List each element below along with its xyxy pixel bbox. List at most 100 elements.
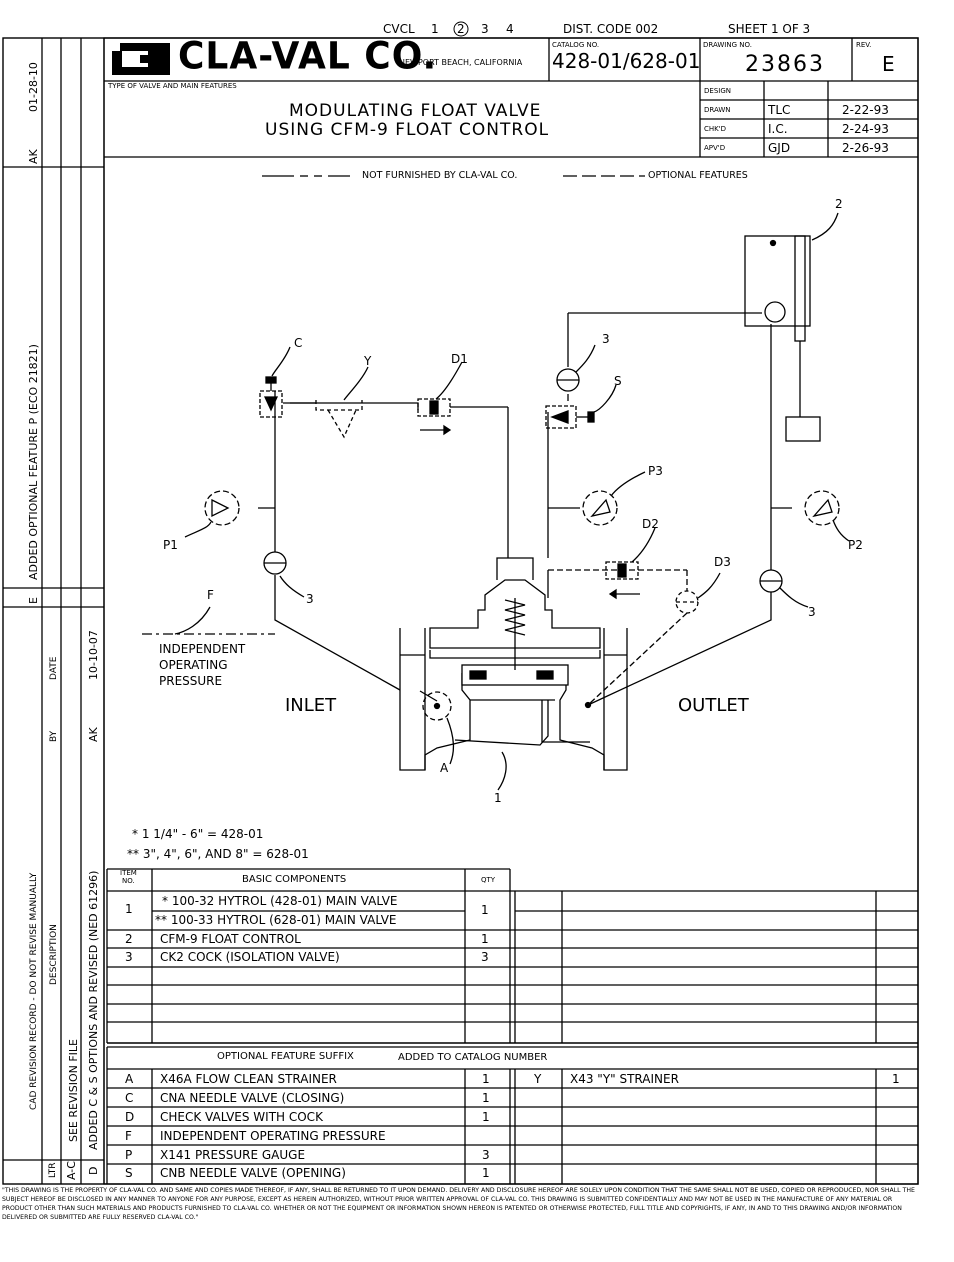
drawn-label: DRAWN: [704, 106, 731, 114]
comp-row-2-item: 2: [125, 932, 133, 946]
rev-d-date: 10-10-07: [87, 630, 100, 680]
item-header-1: ITEM: [120, 869, 137, 877]
label-c: C: [294, 336, 303, 350]
ltr-a-c: A-C: [65, 1161, 78, 1180]
comp-row-1-qty: 1: [481, 903, 489, 917]
label-p2: P2: [848, 538, 863, 552]
label-p1: P1: [163, 538, 178, 552]
catalog-number: 428-01/628-01: [552, 49, 701, 73]
comp-row-2-qty: 1: [481, 932, 489, 946]
rev-label: REV.: [856, 41, 872, 49]
label-y: Y: [364, 354, 372, 368]
drawing-title-line1: MODULATING FLOAT VALVE: [289, 101, 542, 121]
opt-row-s-desc: CNB NEEDLE VALVE (OPENING): [160, 1166, 346, 1180]
optional-added-label: ADDED TO CATALOG NUMBER: [398, 1052, 548, 1063]
label-d2: D2: [642, 517, 659, 531]
claval-logo-icon: [112, 43, 170, 75]
opt-row-y-desc: X43 "Y" STRAINER: [570, 1072, 679, 1086]
comp-row-3-desc: CK2 COCK (ISOLATION VALVE): [160, 950, 340, 964]
checked-label: CHK'D: [704, 125, 727, 133]
label-s: S: [614, 374, 622, 388]
opt-row-f-desc: INDEPENDENT OPERATING PRESSURE: [160, 1129, 386, 1143]
cvcl-num-2-circled: 2: [457, 22, 465, 36]
comp-row-2-desc: CFM-9 FLOAT CONTROL: [160, 932, 301, 946]
company-location: NEWPORT BEACH, CALIFORNIA: [399, 58, 523, 67]
drawn-date: 2-22-93: [842, 103, 889, 117]
see-revision-file: SEE REVISION FILE: [67, 1038, 80, 1142]
opt-row-y-qty: 1: [892, 1072, 900, 1086]
dist-code: DIST. CODE 002: [563, 22, 659, 36]
rev-e-by: AK: [27, 149, 40, 164]
note-428: * 1 1/4" - 6" = 428-01: [132, 827, 264, 841]
label-1: 1: [494, 791, 502, 805]
approved-date: 2-26-93: [842, 141, 889, 155]
label-d3: D3: [714, 555, 731, 569]
cvcl-num-3: 3: [481, 22, 489, 36]
company-name: CLA-VAL CO.: [178, 34, 438, 79]
rev-e-date: 01-28-10: [27, 62, 40, 112]
legend-optional: OPTIONAL FEATURES: [648, 170, 748, 181]
label-p3: P3: [648, 464, 663, 478]
opt-row-p-suffix: P: [125, 1148, 133, 1162]
drawing-title-line2: USING CFM-9 FLOAT CONTROL: [265, 120, 550, 140]
rev-e-letter: E: [27, 597, 40, 604]
comp-row-3-item: 3: [125, 950, 133, 964]
approved-by: GJD: [768, 141, 791, 155]
opt-row-a-suffix: A: [125, 1072, 134, 1086]
comp-row-3-qty: 3: [481, 950, 489, 964]
cvcl-num-4: 4: [506, 22, 514, 36]
cad-revision-note: CAD REVISION RECORD - DO NOT REVISE MANU…: [29, 872, 39, 1110]
rev-e-description: ADDED OPTIONAL FEATURE P (ECO 21821): [27, 344, 40, 580]
label-d1: D1: [451, 352, 468, 366]
drawing-number: 23863: [745, 52, 825, 77]
type-label: TYPE OF VALVE AND MAIN FEATURES: [108, 82, 237, 90]
outlet-label: OUTLET: [678, 695, 749, 716]
cvcl-num-1: 1: [431, 22, 439, 36]
date-label: DATE: [49, 656, 59, 680]
iop-line2: OPERATING: [159, 658, 228, 672]
basic-components-header: BASIC COMPONENTS: [242, 874, 347, 885]
opt-row-a-qty: 1: [482, 1072, 490, 1086]
rev-letter: E: [882, 52, 895, 76]
proprietary-notice: "THIS DRAWING IS THE PROPERTY OF CLA-VAL…: [2, 1187, 915, 1221]
opt-row-d-desc: CHECK VALVES WITH COCK: [160, 1110, 323, 1124]
opt-row-c-desc: CNA NEEDLE VALVE (CLOSING): [160, 1091, 345, 1105]
label-3-left: 3: [306, 592, 314, 606]
opt-row-s-qty: 1: [482, 1166, 490, 1180]
comp-row-1b-desc: ** 100-33 HYTROL (628-01) MAIN VALVE: [155, 913, 397, 927]
opt-row-a-desc: X46A FLOW CLEAN STRAINER: [160, 1072, 337, 1086]
by-label: BY: [49, 730, 59, 742]
opt-row-p-desc: X141 PRESSURE GAUGE: [160, 1148, 306, 1162]
drawing-label: DRAWING NO.: [703, 41, 752, 49]
opt-row-c-suffix: C: [125, 1091, 134, 1105]
description-label: DESCRIPTION: [49, 924, 59, 985]
rev-d-by: AK: [87, 727, 100, 742]
comp-row-1-item: 1: [125, 902, 133, 916]
cvcl-label: CVCL: [383, 22, 415, 36]
optional-header: OPTIONAL FEATURE SUFFIX: [217, 1051, 354, 1062]
iop-line1: INDEPENDENT: [159, 642, 246, 656]
label-2: 2: [835, 197, 843, 211]
sheet-number: SHEET 1 OF 3: [728, 22, 811, 36]
checked-date: 2-24-93: [842, 122, 889, 136]
label-3-top: 3: [602, 332, 610, 346]
comp-row-1-desc: * 100-32 HYTROL (428-01) MAIN VALVE: [162, 894, 398, 908]
ltr-label: LTR: [48, 1162, 58, 1178]
opt-row-c-qty: 1: [482, 1091, 490, 1105]
opt-row-d-suffix: D: [125, 1110, 135, 1124]
item-header-2: NO.: [122, 877, 135, 885]
legend-not-furnished: NOT FURNISHED BY CLA-VAL CO.: [362, 170, 518, 181]
drawn-by: TLC: [768, 103, 791, 117]
note-628: ** 3", 4", 6", AND 8" = 628-01: [127, 847, 309, 861]
opt-row-y-suffix: Y: [534, 1072, 542, 1086]
opt-row-f-suffix: F: [125, 1129, 132, 1143]
catalog-label: CATALOG NO.: [552, 41, 600, 49]
label-3-right: 3: [808, 605, 816, 619]
inlet-label: INLET: [285, 695, 337, 716]
label-a: A: [440, 761, 449, 775]
approved-label: APV'D: [704, 144, 726, 152]
qty-header: QTY: [481, 876, 496, 884]
opt-row-d-qty: 1: [482, 1110, 490, 1124]
iop-line3: PRESSURE: [159, 674, 223, 688]
label-f: F: [207, 588, 214, 602]
